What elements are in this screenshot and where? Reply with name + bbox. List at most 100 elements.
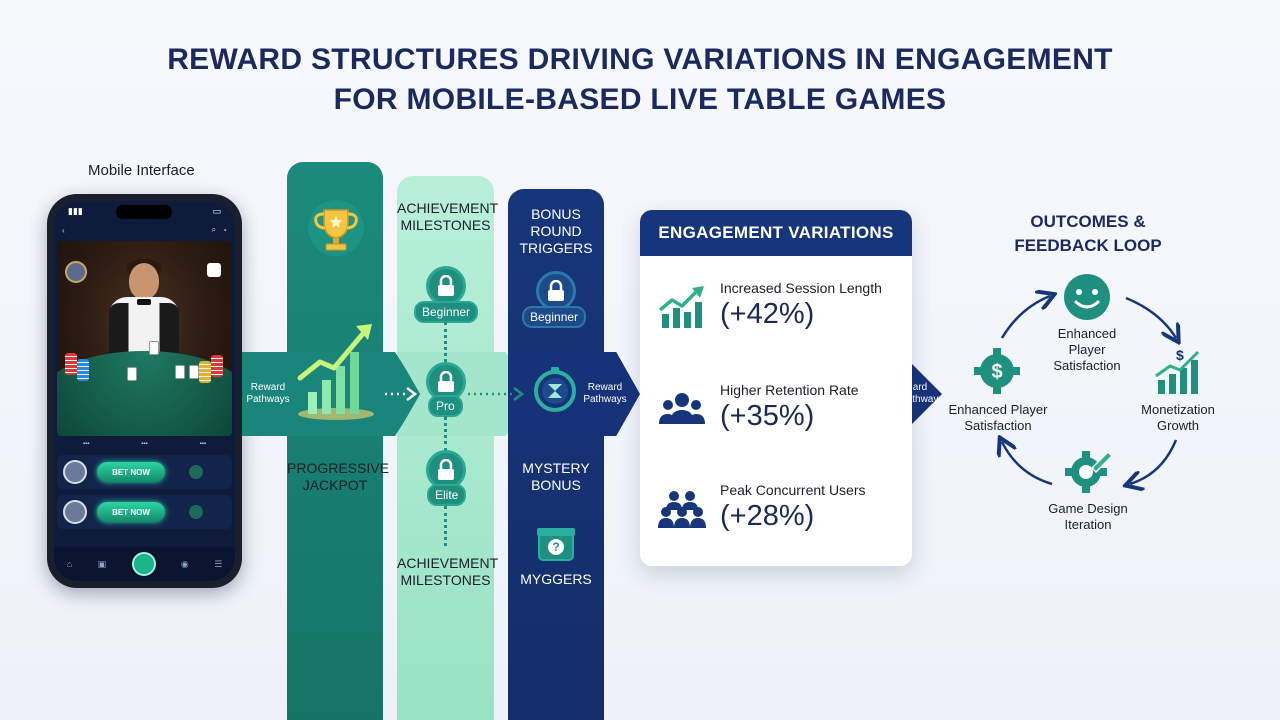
metric-session-length: Increased Session Length (+42%)	[640, 280, 912, 350]
live-dealer-video[interactable]	[57, 241, 232, 436]
dealer-bowtie	[137, 299, 151, 305]
stat-item: ▪▪▪	[199, 441, 207, 447]
svg-text:$: $	[1176, 347, 1184, 363]
playing-card	[175, 365, 185, 379]
svg-text:$: $	[991, 361, 1002, 383]
dotted-arrow-icon	[468, 387, 525, 401]
coin-icon	[189, 505, 203, 519]
outcomes-title-line-1: OUTCOMES &	[1030, 212, 1146, 231]
node-line: Enhanced Player	[948, 402, 1048, 417]
battery-icon: ▭	[212, 205, 221, 216]
coin-icon	[189, 465, 203, 479]
outcome-node-top: Enhanced Player Satisfaction	[1047, 326, 1127, 374]
achievement-milestones-top-label: ACHIEVEMENT MILESTONES	[397, 200, 499, 234]
bonus-round-triggers-label: BONUS ROUND TRIGGERS	[508, 206, 604, 257]
metric-value: (+42%)	[720, 298, 815, 330]
outcome-node-right: Monetization Growth	[1130, 402, 1226, 434]
metric-value: (+35%)	[720, 400, 815, 432]
node-line: Game Design	[1048, 501, 1128, 516]
back-icon[interactable]: ‹	[62, 225, 65, 235]
chip-stack	[77, 359, 89, 381]
metric-label: Peak Concurrent Users	[720, 482, 866, 498]
metric-label: Higher Retention Rate	[720, 382, 859, 398]
jackpot-growth-chart-icon	[297, 324, 374, 420]
bet-row-1: BET NOW	[57, 455, 232, 489]
play-tab-button[interactable]	[131, 552, 156, 576]
dealer-vest	[109, 303, 179, 359]
mobile-phone: ▮▮▮ ▭ ‹ ⌕ ◔ ▪▪▪	[47, 194, 242, 588]
chip-stack	[199, 361, 211, 383]
reward-pathways-label-1: Reward Pathways	[246, 382, 290, 405]
outcomes-title-line-2: FEEDBACK LOOP	[1014, 236, 1162, 255]
mystery-line-2: BONUS	[531, 477, 581, 493]
node-line: Satisfaction	[1053, 358, 1121, 373]
crowd-icon	[658, 491, 706, 528]
progressive-label-line-1: PROGRESSIVE	[287, 460, 389, 476]
progressive-jackpot-label: PROGRESSIVE JACKPOT	[287, 460, 389, 494]
mystery-line-1: MYSTERY	[522, 460, 590, 476]
achievement-top-line-2: MILESTONES	[400, 217, 491, 233]
reward-pathways-label-3: ard Pathways	[900, 382, 940, 405]
search-icon[interactable]: ⌕	[211, 225, 217, 234]
milestone-connector	[444, 416, 447, 452]
metric-label: Increased Session Length	[720, 280, 882, 296]
node-line: Player	[1068, 342, 1106, 357]
svg-text:?: ?	[552, 540, 559, 554]
tab-icon[interactable]: ◉	[180, 558, 189, 569]
bonus-tier-beginner-badge: Beginner	[522, 306, 587, 328]
bet-now-button-1[interactable]: BET NOW	[97, 462, 165, 482]
loop-arrow	[1125, 296, 1176, 338]
bonus-line-3: TRIGGERS	[519, 240, 593, 256]
achievement-bottom-line-2: MILESTONES	[400, 572, 491, 588]
node-line: Monetization	[1141, 402, 1215, 417]
progressive-label-line-2: JACKPOT	[302, 477, 368, 493]
achievement-top-line-1: ACHIEVEMENT	[397, 200, 499, 216]
lock-icon	[536, 271, 576, 311]
outcome-node-bottom: Game Design Iteration	[1040, 501, 1136, 533]
chip-stack	[211, 355, 223, 377]
status-bar: ▮▮▮ ▭	[54, 201, 235, 221]
playing-card	[149, 341, 159, 355]
achievement-milestones-bottom-label: ACHIEVEMENT MILESTONES	[397, 555, 499, 589]
phone-screen: ▮▮▮ ▭ ‹ ⌕ ◔ ▪▪▪	[54, 201, 235, 581]
trophy-icon	[308, 200, 364, 256]
bet-row-2: BET NOW	[57, 495, 232, 529]
reward-pathways-label-2: Reward Pathways	[583, 382, 627, 405]
engagement-heading: ENGAGEMENT VARIATIONS	[640, 210, 912, 256]
loop-arrow	[1002, 442, 1053, 486]
phone-notch	[116, 205, 172, 219]
outcome-node-left: Enhanced Player Satisfaction	[940, 402, 1056, 434]
title-line-1: REWARD STRUCTURES DRIVING VARIATIONS IN …	[167, 43, 1113, 76]
app-bar: ‹ ⌕ ◔	[54, 221, 235, 239]
player-avatar	[65, 261, 87, 283]
milestone-connector	[444, 322, 447, 362]
mystery-bonus-label: MYSTERY BONUS	[508, 460, 604, 494]
myggers-label: MYGGERS	[520, 571, 592, 587]
achievement-bottom-line-1: ACHIEVEMENT	[397, 555, 499, 571]
game-stats-row: ▪▪▪ ▪▪▪ ▪▪▪	[57, 441, 232, 451]
metric-peak-concurrent-users: Peak Concurrent Users (+28%)	[640, 482, 912, 552]
bonus-line-1: BONUS	[531, 206, 581, 222]
title-line-2: FOR MOBILE-BASED LIVE TABLE GAMES	[333, 83, 947, 116]
dealer-head	[129, 263, 159, 299]
bonus-line-2: ROUND	[530, 223, 582, 239]
dice-icon	[207, 263, 221, 277]
avatar	[63, 460, 87, 484]
node-line: Enhanced	[1057, 326, 1117, 341]
bet-now-button-2[interactable]: BET NOW	[97, 502, 165, 522]
dollar-gear-icon: $	[974, 348, 1020, 394]
playing-card	[189, 365, 199, 379]
notification-icon[interactable]: ◔	[222, 225, 227, 235]
avatar	[63, 500, 87, 524]
bonus-round-column	[508, 189, 604, 720]
feedback-loop-arrows	[990, 280, 1190, 500]
money-chart-icon: $	[1155, 347, 1200, 394]
dotted-arrow-icon	[385, 387, 418, 401]
mystery-box-icon: ?	[537, 528, 575, 561]
users-group-icon	[659, 393, 705, 424]
loop-arrow	[1000, 296, 1050, 339]
home-icon[interactable]: ⌂	[66, 559, 73, 569]
menu-icon[interactable]: ☰	[214, 558, 223, 569]
signal-icon: ▮▮▮	[68, 205, 83, 216]
tab-icon[interactable]: ▣	[97, 558, 107, 569]
